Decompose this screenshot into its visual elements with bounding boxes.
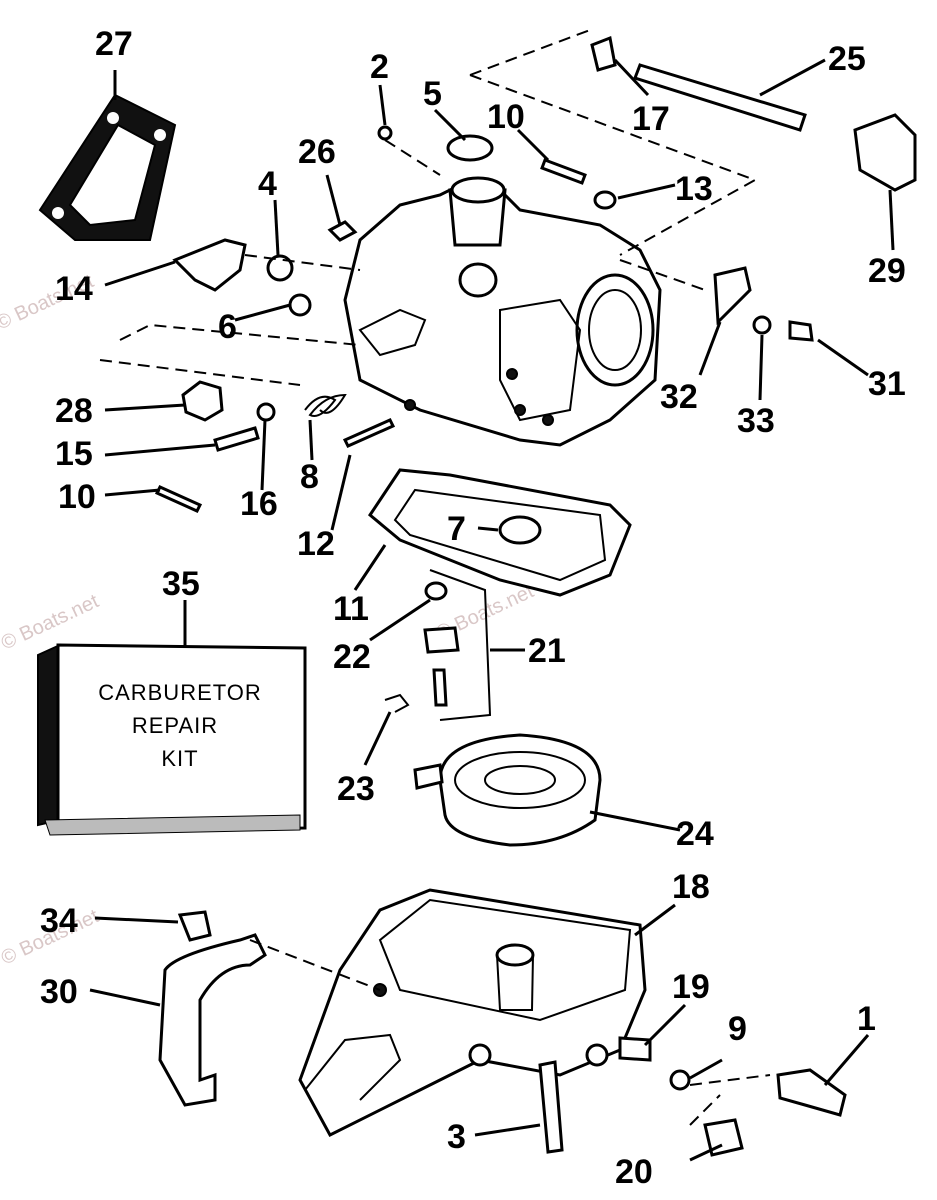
part-9-washer	[669, 1069, 691, 1091]
part-27-flange-gasket	[38, 93, 177, 241]
part-18-float-bowl-body	[298, 888, 647, 1137]
callout-9: 9	[728, 1010, 747, 1048]
callout-20: 20	[615, 1153, 653, 1191]
leader-lines	[89, 58, 895, 1162]
callout-22: 22	[333, 638, 371, 676]
callout-30: 30	[40, 973, 78, 1011]
callout-19: 19	[672, 968, 710, 1006]
part-11-bowl-gasket	[368, 468, 632, 597]
kit-label-line1: CARBURETOR	[98, 680, 262, 705]
part-8-spring	[304, 393, 347, 417]
part-17-bushing	[590, 35, 617, 72]
part-25-needle-valve	[633, 63, 807, 132]
part-35-repair-kit-box: CARBURETOR REPAIR KIT	[37, 643, 307, 836]
callout-2: 2	[370, 48, 389, 86]
part-29-knob	[853, 113, 917, 192]
part-33-washer	[752, 315, 772, 335]
part-19-screw	[618, 1036, 652, 1062]
callout-34: 34	[40, 902, 78, 940]
part-10-pin-top	[540, 158, 587, 185]
callout-10-left: 10	[58, 478, 96, 516]
part-7-float-valve-seat	[498, 515, 542, 545]
callout-17: 17	[632, 100, 670, 138]
part-32-bracket	[713, 266, 752, 326]
callout-6: 6	[218, 308, 237, 346]
callout-35: 35	[162, 565, 200, 603]
kit-label-line3: KIT	[161, 746, 198, 771]
callout-27: 27	[95, 25, 133, 63]
callout-18: 18	[672, 868, 710, 906]
callout-24: 24	[676, 815, 714, 853]
callout-29: 29	[868, 252, 906, 290]
callout-numbers: 1 2 3 4 5 6 7 8 9 10 10 11 12 13 14 15 1…	[40, 25, 906, 1191]
part-21-inlet-needle	[432, 668, 448, 707]
callout-13: 13	[675, 170, 713, 208]
callout-14: 14	[55, 270, 93, 308]
part-15-screw	[213, 426, 260, 452]
callout-12: 12	[297, 525, 335, 563]
reference-lines	[99, 29, 771, 1126]
part-26-screw	[327, 220, 358, 242]
callout-16: 16	[240, 485, 278, 523]
part-31-screw	[788, 320, 814, 342]
callout-32: 32	[660, 378, 698, 416]
part-12-pin	[342, 418, 396, 448]
part-2-ball	[377, 125, 393, 141]
part-4-plug	[266, 254, 294, 282]
part-3-screw	[538, 1060, 564, 1154]
callout-11: 11	[333, 590, 369, 628]
part-10-pin-left	[154, 485, 203, 513]
callout-3: 3	[447, 1118, 466, 1156]
callout-10-top: 10	[487, 98, 525, 136]
part-30-clamp	[158, 933, 267, 1107]
part-24-float	[413, 733, 602, 847]
callout-28: 28	[55, 392, 93, 430]
callout-8: 8	[300, 458, 319, 496]
callout-25: 25	[828, 40, 866, 78]
callout-33: 33	[737, 402, 775, 440]
part-34-screw	[177, 910, 212, 942]
part-6-lockwasher	[288, 293, 312, 317]
part-23-clip	[384, 693, 410, 713]
kit-label-line2: REPAIR	[132, 713, 218, 738]
part-5-welch-plug	[446, 134, 494, 162]
part-28-nut	[181, 380, 224, 422]
callout-7: 7	[447, 510, 466, 548]
carburetor-upper-body	[343, 176, 662, 447]
callout-21: 21	[528, 632, 566, 670]
part-21-inlet-needle-seat	[423, 626, 460, 654]
callout-4: 4	[258, 165, 277, 203]
callout-15: 15	[55, 435, 93, 473]
part-22-gasket	[424, 581, 448, 601]
callout-1: 1	[857, 1000, 876, 1038]
part-1-fitting	[776, 1068, 847, 1117]
part-16-washer	[256, 402, 276, 422]
callout-5: 5	[423, 75, 442, 113]
part-13-washer	[593, 190, 617, 210]
callout-31: 31	[868, 365, 906, 403]
callout-26: 26	[298, 133, 336, 171]
part-14-lever	[172, 238, 247, 292]
part-20-plug	[703, 1118, 744, 1157]
callout-23: 23	[337, 770, 375, 808]
